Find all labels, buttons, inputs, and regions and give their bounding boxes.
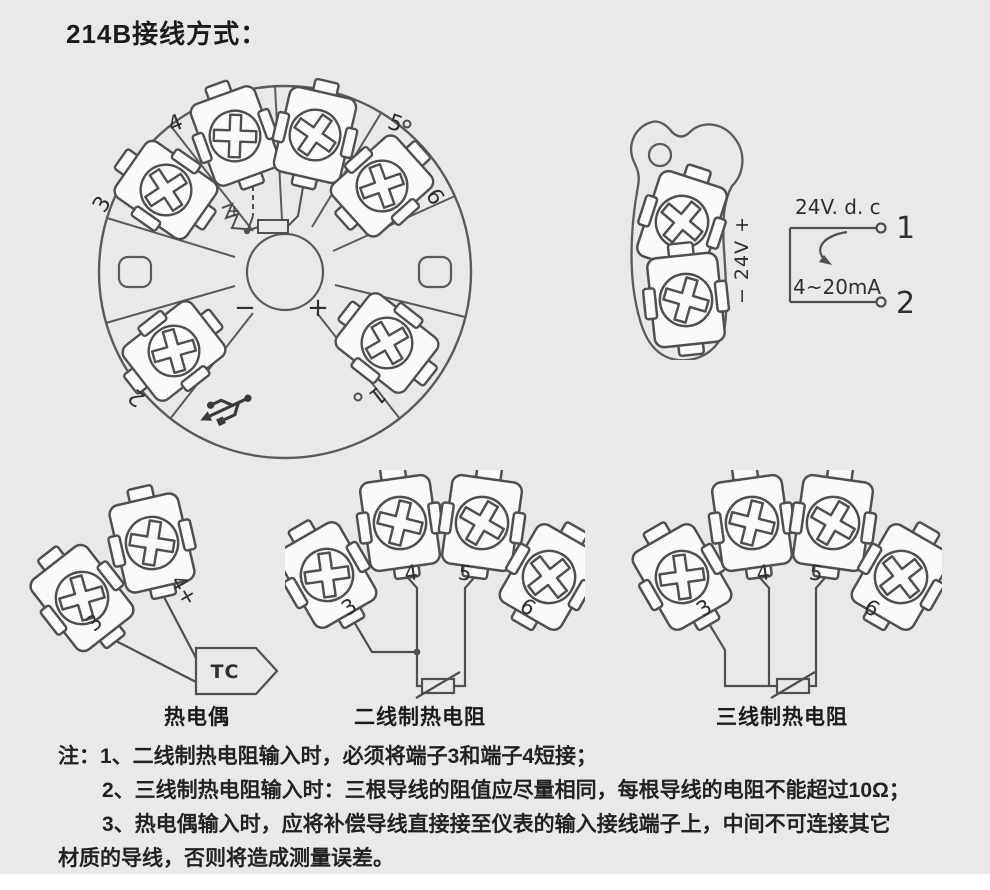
mold-dot-1 [353, 392, 363, 402]
head-plus-label: + [307, 293, 329, 323]
loop-terminal-1-circle [875, 222, 887, 234]
rtd3-wires [708, 576, 827, 688]
rtd2-label-4: 4 [403, 560, 420, 586]
mounting-hole-left [117, 255, 153, 289]
note-line-3: 3、热电偶输入时，应将补偿导线直接接至仪表的输入接线端子上，中间不可连接其它 [102, 813, 891, 836]
rtd3-label-5: 5 [808, 560, 825, 586]
mold-dot-5 [402, 119, 412, 129]
current-range-label: 4~20mA [793, 275, 881, 299]
page-title: 214B接线方式： [66, 19, 268, 49]
power-wiring-diagram: − 24V + 24V. d. c 1 2 4~20mA [623, 120, 915, 360]
terminal-head-diagram: + 3 4 5 6 1 2 − + [88, 69, 473, 460]
loop-schematic-lines [788, 226, 876, 304]
rtd2-wires [353, 576, 476, 688]
usb-icon [193, 383, 259, 434]
note-line-1: 注：1、二线制热电阻输入时，必须将端子3和端子4短接； [58, 745, 598, 768]
three-wire-rtd-caption: 三线制热电阻 [716, 706, 848, 729]
thermocouple-caption: 热电偶 [164, 706, 230, 729]
loop-terminal-1-label: 1 [896, 211, 915, 246]
head-outer-rim [97, 84, 473, 460]
two-wire-rtd-caption: 二线制热电阻 [354, 706, 486, 729]
loop-terminal-2-label: 2 [896, 286, 915, 321]
rtd2-junction-dot [413, 648, 421, 656]
head-label-4: 4 [164, 110, 186, 138]
junction-dot [243, 227, 251, 235]
head-label-3: 3 [88, 192, 117, 217]
head-wiring-plus-label: + [228, 202, 241, 220]
bracket-outline [630, 120, 744, 360]
tc-wires [115, 596, 197, 683]
mounting-hole-right [417, 255, 453, 289]
thermocouple-diagram: TC 3 4+ [20, 476, 279, 696]
notes-block: 注：1、二线制热电阻输入时，必须将端子3和端子4短接； 2、三线制热电阻输入时：… [58, 740, 958, 876]
head-terminal-2 [104, 285, 243, 419]
tc-sensor-label: TC [211, 661, 240, 683]
current-arrowhead [819, 255, 832, 265]
rtd3-label-4: 4 [755, 560, 772, 586]
three-wire-rtd-diagram: 3 4 5 6 [622, 470, 942, 700]
note-line-4: 材质的导线，否则将造成测量误差。 [58, 847, 394, 870]
two-wire-rtd-diagram: 3 4 5 6 [285, 470, 585, 700]
rtd2-label-5: 5 [457, 560, 474, 586]
rtd2-resistor-symbol [414, 670, 462, 700]
rtd3-resistor-symbol [769, 670, 817, 700]
supply-label: 24V. d. c [795, 195, 881, 219]
loop-voltage-label: − 24V + [731, 216, 753, 304]
bottom-strip [0, 874, 990, 890]
head-inner-wiring [221, 186, 304, 234]
head-minus-label: − [234, 293, 256, 323]
bracket-ear-hole [647, 142, 673, 168]
loop-terminal-2-circle [875, 296, 887, 308]
tc-sensor-symbol [194, 646, 279, 696]
note-line-2: 2、三线制热电阻输入时：三根导线的阻值应尽量相同，每根导线的电阻不能超过10Ω； [102, 779, 910, 802]
